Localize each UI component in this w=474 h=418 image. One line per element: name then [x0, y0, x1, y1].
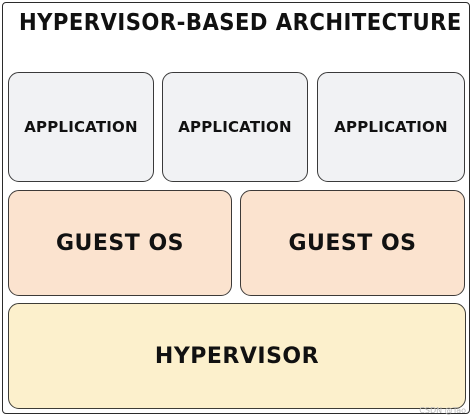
application-box-1: APPLICATION	[8, 72, 154, 182]
application-box-2: APPLICATION	[162, 72, 308, 182]
application-label-3: APPLICATION	[334, 118, 448, 136]
hypervisor-box: HYPERVISOR	[8, 303, 466, 409]
application-label-1: APPLICATION	[24, 118, 138, 136]
guest-os-box-2: GUEST OS	[240, 190, 465, 296]
application-box-3: APPLICATION	[317, 72, 465, 182]
guest-os-label-1: GUEST OS	[55, 230, 184, 256]
diagram-title: HYPERVISOR-BASED ARCHITECTURE	[18, 10, 462, 36]
guest-os-label-2: GUEST OS	[288, 230, 417, 256]
application-label-2: APPLICATION	[178, 118, 292, 136]
hypervisor-label: HYPERVISOR	[154, 343, 320, 369]
guest-os-box-1: GUEST OS	[8, 190, 232, 296]
watermark-text: CSDN @Tao	[419, 406, 466, 415]
